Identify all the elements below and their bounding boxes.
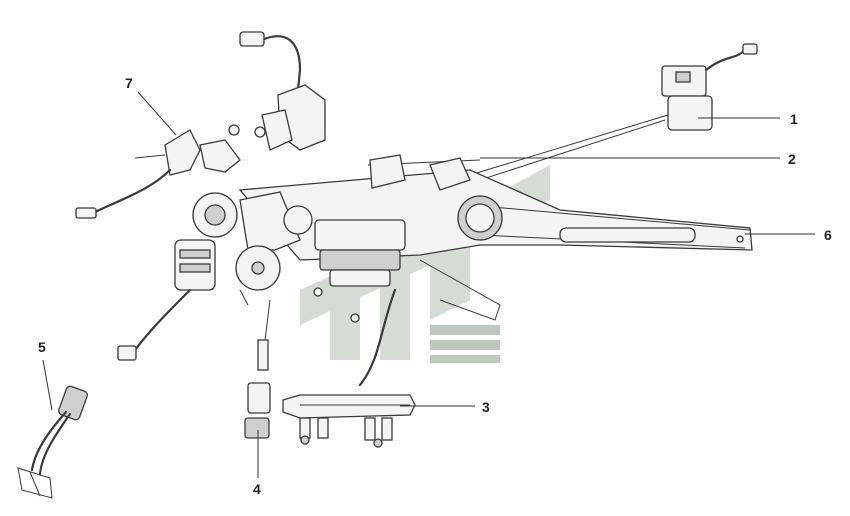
callout-4: 4 [253,481,261,497]
leader-line-5 [42,359,53,411]
callout-2: 2 [788,151,796,167]
callout-7: 7 [125,75,133,91]
motor-gear-housings [117,191,313,361]
central-lever-assembly [257,219,406,387]
callout-3: 3 [482,399,490,415]
callout-1: 1 [790,111,798,127]
leader-line-7 [137,91,177,136]
part-5-pigtail [17,385,88,499]
callout-5: 5 [38,339,46,355]
callout-6: 6 [824,227,832,243]
part-7-bracket [75,124,241,219]
part-4-connector [244,382,271,439]
upper-connector-assembly [239,31,326,151]
part-3-lower-rail [282,394,416,448]
part-1-sensor [469,43,758,181]
leader-lines [42,91,815,478]
callout-labels: 1 2 3 4 5 6 7 [38,75,832,497]
